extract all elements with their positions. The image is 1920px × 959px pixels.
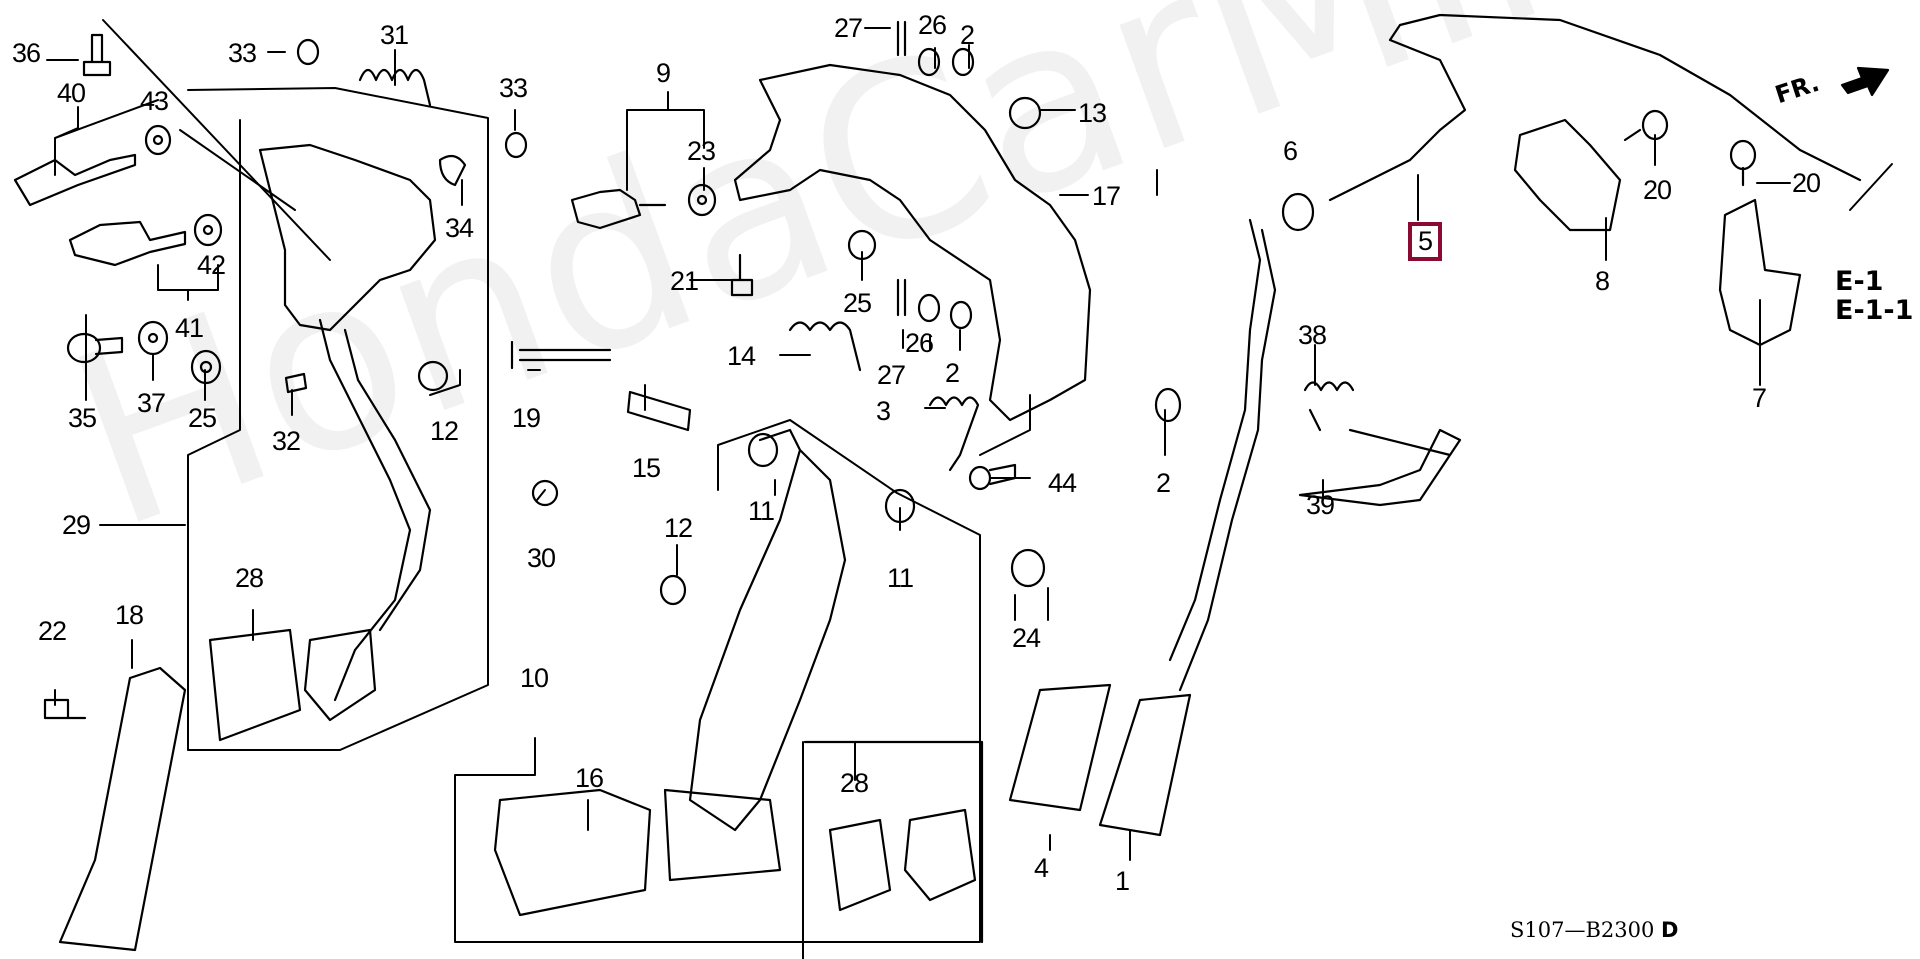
part-callout-15[interactable]: 15 — [632, 453, 661, 483]
part-callout-20b[interactable]: 20 — [1792, 168, 1821, 198]
part-callout-8[interactable]: 8 — [1595, 266, 1610, 296]
part-callout-12b[interactable]: 12 — [664, 513, 693, 543]
reference-label-e1[interactable]: E-1 — [1835, 266, 1884, 297]
part-callout-43[interactable]: 43 — [140, 86, 169, 116]
part-callout-36[interactable]: 36 — [12, 38, 41, 68]
part-callout-11a[interactable]: 11 — [748, 496, 775, 526]
part-callout-26b[interactable]: 26 — [905, 328, 934, 358]
part-callout-2a[interactable]: 2 — [960, 20, 975, 50]
part-callout-14[interactable]: 14 — [727, 341, 756, 371]
part-callout-28a[interactable]: 28 — [235, 563, 264, 593]
part-callout-22[interactable]: 22 — [38, 616, 67, 646]
part-callout-37[interactable]: 37 — [137, 388, 166, 418]
part-callout-25b[interactable]: 25 — [843, 288, 872, 318]
part-callout-35[interactable]: 35 — [68, 403, 97, 433]
part-callout-30[interactable]: 30 — [527, 543, 556, 573]
part-callout-3[interactable]: 3 — [876, 396, 891, 426]
part-callout-38[interactable]: 38 — [1298, 320, 1327, 350]
part-callout-9[interactable]: 9 — [656, 58, 671, 88]
part-callout-27b[interactable]: 27 — [877, 360, 906, 390]
part-callout-44[interactable]: 44 — [1048, 468, 1077, 498]
part-callout-17[interactable]: 17 — [1092, 181, 1121, 211]
part-callout-24[interactable]: 24 — [1012, 623, 1041, 653]
part-callout-26a[interactable]: 26 — [918, 10, 947, 40]
part-callout-32[interactable]: 32 — [272, 426, 301, 456]
part-callout-21[interactable]: 21 — [670, 266, 699, 296]
reference-label-e1-1[interactable]: E-1-1 — [1835, 295, 1914, 326]
part-callout-34[interactable]: 34 — [445, 213, 474, 243]
diagram-code: S107—B2300 D — [1510, 918, 1678, 942]
part-callout-4[interactable]: 4 — [1034, 853, 1049, 883]
part-callout-12a[interactable]: 12 — [430, 416, 459, 446]
part-callout-18[interactable]: 18 — [115, 600, 144, 630]
part-callout-27a[interactable]: 27 — [834, 13, 863, 43]
part-callout-16[interactable]: 16 — [575, 763, 604, 793]
part-callout-33a[interactable]: 33 — [228, 38, 257, 68]
part-callout-31[interactable]: 31 — [380, 20, 409, 50]
part-callout-6[interactable]: 6 — [1283, 136, 1298, 166]
leader-lines — [46, 19, 1893, 959]
part-callout-42[interactable]: 42 — [197, 250, 226, 280]
part-callout-28b[interactable]: 28 — [840, 768, 869, 798]
part-callout-2c[interactable]: 2 — [1156, 468, 1171, 498]
part-callout-7[interactable]: 7 — [1752, 383, 1767, 413]
part-callout-29[interactable]: 29 — [62, 510, 91, 540]
part-callout-19[interactable]: 19 — [512, 403, 541, 433]
diagram-code-text: S107—B2300 — [1510, 918, 1655, 942]
part-callout-1[interactable]: 1 — [1115, 866, 1130, 896]
part-callout-2b[interactable]: 2 — [945, 358, 960, 388]
part-shapes — [13, 13, 1862, 952]
part-callout-40[interactable]: 40 — [57, 78, 86, 108]
diagram-code-suffix: D — [1661, 918, 1679, 942]
part-callout-25a[interactable]: 25 — [188, 403, 217, 433]
part-callout-33b[interactable]: 33 — [499, 73, 528, 103]
part-callout-41[interactable]: 41 — [175, 313, 204, 343]
part-callout-5[interactable]: 5 — [1408, 222, 1443, 261]
part-callout-13[interactable]: 13 — [1078, 98, 1107, 128]
part-callout-23[interactable]: 23 — [687, 136, 716, 166]
part-callout-10[interactable]: 10 — [520, 663, 549, 693]
front-direction-arrow-icon — [1840, 66, 1890, 97]
part-callout-20a[interactable]: 20 — [1643, 175, 1672, 205]
part-callout-39[interactable]: 39 — [1306, 490, 1335, 520]
part-callout-11b[interactable]: 11 — [887, 563, 914, 593]
